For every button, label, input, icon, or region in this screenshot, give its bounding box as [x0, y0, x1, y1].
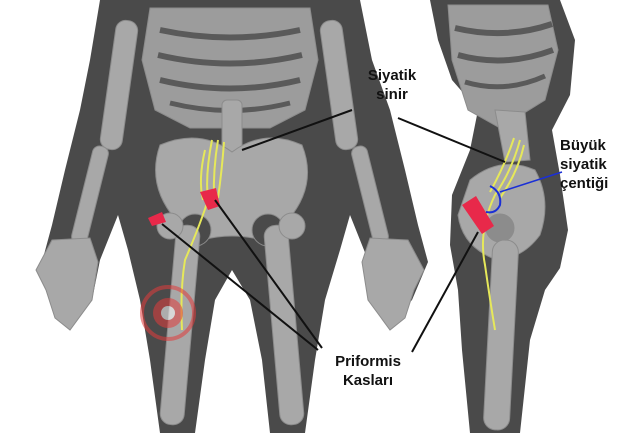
notch-label-line-1: Büyük	[560, 136, 640, 155]
sciatic-nerve-label-line-1: Siyatik	[355, 66, 429, 85]
piriformis-label: Priformis Kasları	[315, 352, 421, 390]
notch-label-line-2: siyatik	[560, 155, 640, 174]
greater-sciatic-notch-label: Büyük siyatik çentiği	[560, 136, 640, 193]
sciatic-nerve-label-line-2: sinir	[355, 85, 429, 104]
piriformis-label-line-1: Priformis	[315, 352, 421, 371]
notch-label-line-3: çentiği	[560, 174, 640, 193]
piriformis-label-line-2: Kasları	[315, 371, 421, 390]
sciatic-nerve-label: Siyatik sinir	[355, 66, 429, 104]
